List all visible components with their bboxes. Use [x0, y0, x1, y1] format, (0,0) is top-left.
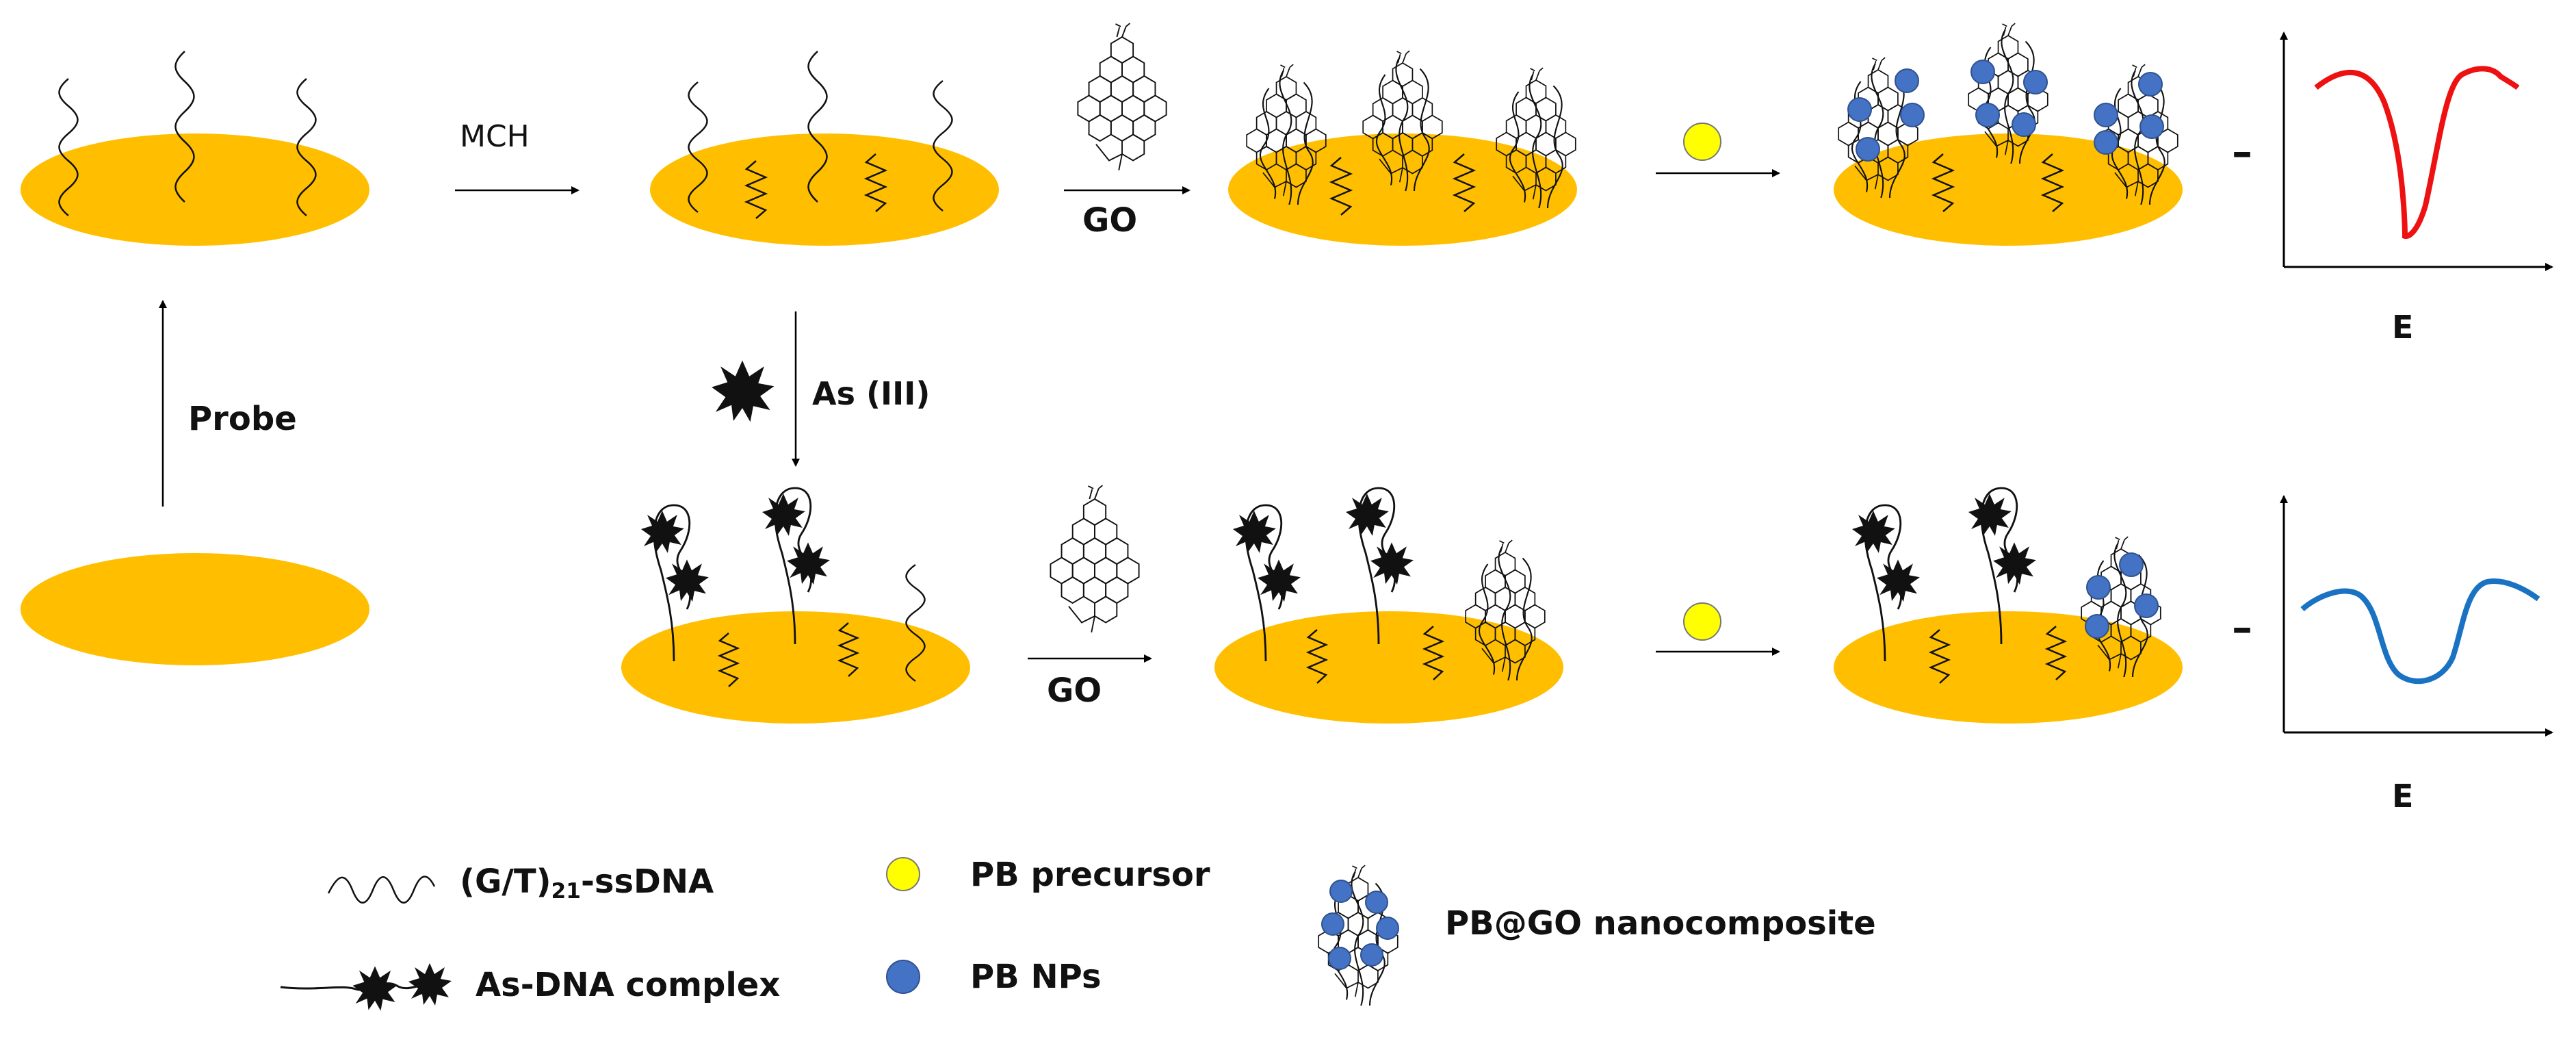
electrode-2-mch [650, 50, 999, 246]
legend-precursor-glyph [886, 857, 920, 891]
axis-label-e-bottom: E [2392, 778, 2414, 815]
electrode-7-pbgo-low [1834, 488, 2183, 724]
electrode-5-as-complex [621, 488, 970, 724]
legend-ssdna-sub: 21 [551, 878, 581, 904]
legend-pbgo-label: PB@GO nanocomposite [1445, 904, 1876, 943]
step-label-probe: Probe [188, 400, 297, 438]
legend-pb-np-label: PB NPs [970, 958, 1102, 996]
legend-ssdna-suffix: -ssDNA [580, 862, 714, 901]
y-tick-bottom: – [2232, 604, 2252, 652]
legend-pbgo-glyph [1318, 865, 1399, 1006]
electrode-3-go-adsorbed [1228, 51, 1577, 246]
step-label-go-bottom: GO [1047, 672, 1102, 710]
electrode-6-as-go [1214, 488, 1563, 724]
signal-curve-bottom [2300, 578, 2540, 685]
signal-plot-top [2280, 31, 2553, 271]
signal-plot-bottom [2280, 495, 2553, 737]
pb-precursor-icon-top [1683, 123, 1721, 161]
y-tick-top: – [2232, 128, 2252, 176]
legend-ssdna-glyph [327, 876, 436, 904]
legend-ssdna-label: (G/T)21-ssDNA [460, 865, 714, 902]
step-label-as: As (III) [812, 375, 931, 412]
electrode-bare [21, 553, 369, 665]
as-star-icon [712, 360, 775, 422]
electrode-4-pbgo [1834, 23, 2183, 246]
pb-precursor-icon-bottom [1683, 602, 1721, 641]
go-sheet-icon-top [1077, 23, 1167, 171]
legend-as-dna-glyph [280, 963, 452, 1011]
electrode-1-probe [21, 50, 369, 246]
step-label-mch: MCH [460, 119, 530, 154]
axis-label-e-top: E [2392, 309, 2414, 346]
legend-precursor-label: PB precursor [970, 856, 1210, 894]
go-sheet-icon-bottom [1050, 485, 1140, 633]
signal-curve-top [2314, 66, 2520, 240]
legend-as-dna-label: As-DNA complex [476, 966, 781, 1004]
legend-ssdna-prefix: (G/T) [460, 862, 551, 901]
legend-pb-np-glyph [886, 960, 920, 994]
step-label-go-top: GO [1082, 201, 1138, 240]
